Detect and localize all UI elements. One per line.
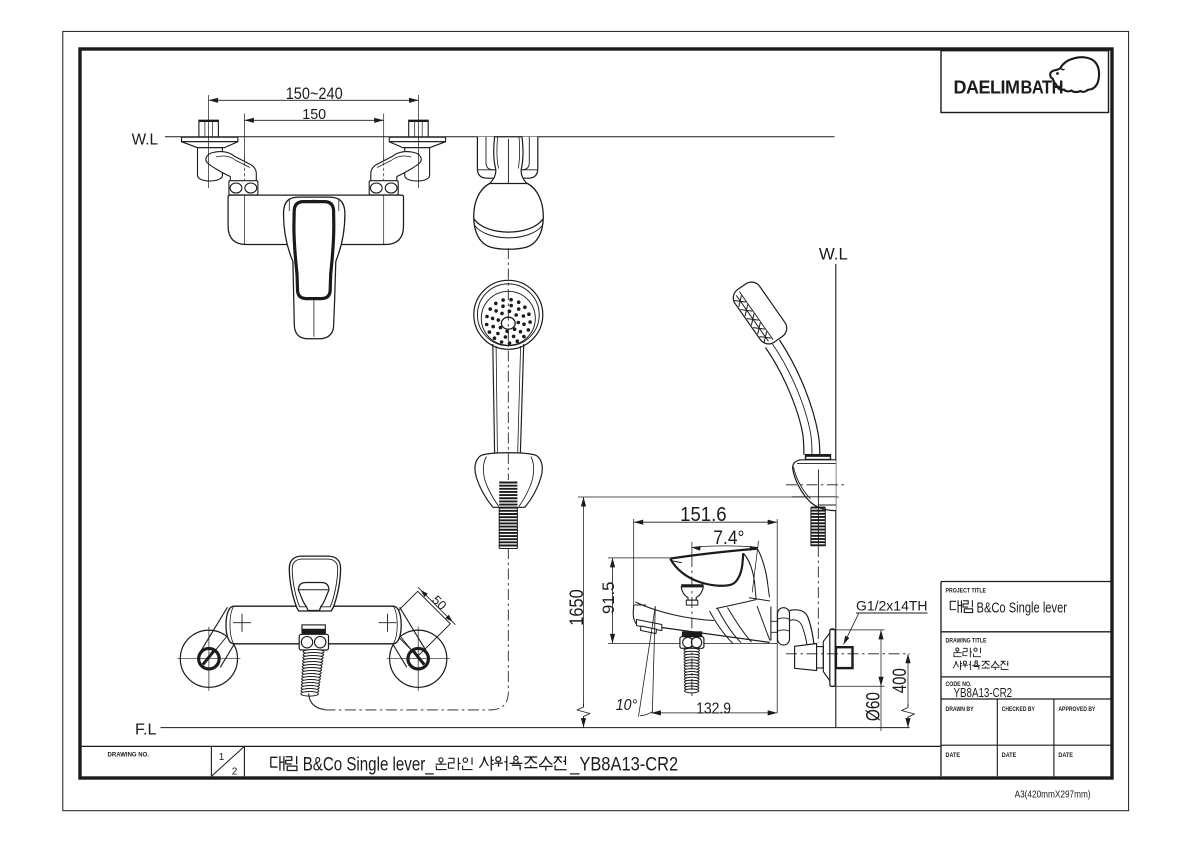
svg-text:APPROVED BY: APPROVED BY — [1058, 706, 1096, 713]
svg-text:DATE: DATE — [1058, 752, 1073, 759]
svg-text:G1/2x14TH: G1/2x14TH — [856, 597, 928, 613]
svg-text:YB8A13-CR2: YB8A13-CR2 — [954, 685, 1013, 700]
svg-text:DATE: DATE — [1002, 752, 1017, 759]
svg-text:CODE NO.: CODE NO. — [946, 681, 972, 688]
svg-text:CHECKED BY: CHECKED BY — [1002, 706, 1036, 713]
svg-text:7.4°: 7.4° — [713, 528, 744, 549]
svg-text:B&Co Single lever_: B&Co Single lever_ — [303, 754, 434, 775]
svg-text:2: 2 — [232, 767, 238, 778]
svg-text:B&Co Single lever: B&Co Single lever — [977, 601, 1068, 617]
svg-text:Ø60: Ø60 — [863, 692, 885, 721]
svg-text:10°: 10° — [616, 697, 638, 714]
svg-text:W.L: W.L — [819, 244, 848, 263]
svg-text:151.6: 151.6 — [680, 504, 727, 526]
svg-text:1: 1 — [219, 752, 225, 763]
svg-text:DAELIM: DAELIM — [954, 77, 1020, 98]
svg-text:PROJECT TITLE: PROJECT TITLE — [946, 588, 987, 595]
svg-text:DRAWN BY: DRAWN BY — [946, 706, 975, 713]
svg-text:_YB8A13-CR2: _YB8A13-CR2 — [569, 754, 678, 775]
svg-text:91.5: 91.5 — [599, 582, 618, 615]
svg-text:DATE: DATE — [946, 752, 961, 759]
svg-text:A3(420mmX297mm): A3(420mmX297mm) — [1015, 790, 1091, 801]
svg-text:150~240: 150~240 — [286, 85, 343, 103]
svg-text:132.9: 132.9 — [696, 701, 731, 718]
svg-text:DRAWING TITLE: DRAWING TITLE — [946, 637, 988, 644]
svg-text:150: 150 — [302, 107, 326, 123]
svg-text:1650: 1650 — [567, 589, 588, 626]
svg-text:400: 400 — [890, 668, 911, 693]
svg-text:W.L: W.L — [132, 132, 159, 149]
svg-text:DRAWING NO.: DRAWING NO. — [108, 752, 150, 759]
svg-text:F.L: F.L — [135, 721, 157, 738]
